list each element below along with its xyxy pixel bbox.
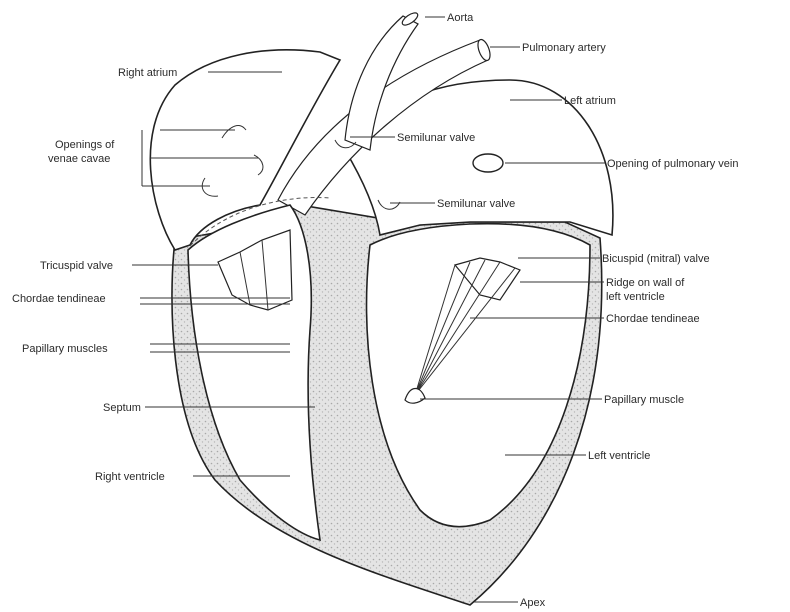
label-papillary-muscle: Papillary muscle bbox=[604, 394, 684, 406]
label-opening-pulmonary-vein: Opening of pulmonary vein bbox=[607, 158, 738, 170]
label-semilunar-valve-lower: Semilunar valve bbox=[437, 198, 515, 210]
label-tricuspid-valve: Tricuspid valve bbox=[40, 260, 113, 272]
label-right-atrium: Right atrium bbox=[118, 67, 177, 79]
label-papillary-muscles: Papillary muscles bbox=[22, 343, 108, 355]
label-openings-venae-cavae-line2: venae cavae bbox=[48, 153, 110, 165]
label-pulmonary-artery: Pulmonary artery bbox=[522, 42, 606, 54]
label-semilunar-valve-upper: Semilunar valve bbox=[397, 132, 475, 144]
label-left-ventricle: Left ventricle bbox=[588, 450, 650, 462]
label-ridge-line2: left ventricle bbox=[606, 291, 665, 303]
label-chordae-tendineae-right: Chordae tendineae bbox=[606, 313, 700, 325]
label-bicuspid-valve: Bicuspid (mitral) valve bbox=[602, 253, 710, 265]
label-septum: Septum bbox=[103, 402, 141, 414]
label-ridge-line1: Ridge on wall of bbox=[606, 277, 685, 289]
label-aorta: Aorta bbox=[447, 12, 474, 24]
label-left-atrium: Left atrium bbox=[564, 95, 616, 107]
label-openings-venae-cavae-line1: Openings of bbox=[55, 139, 115, 151]
label-chordae-tendineae-left: Chordae tendineae bbox=[12, 293, 106, 305]
label-right-ventricle: Right ventricle bbox=[95, 471, 165, 483]
label-apex: Apex bbox=[520, 597, 546, 609]
pulmonary-vein-opening bbox=[473, 154, 503, 172]
